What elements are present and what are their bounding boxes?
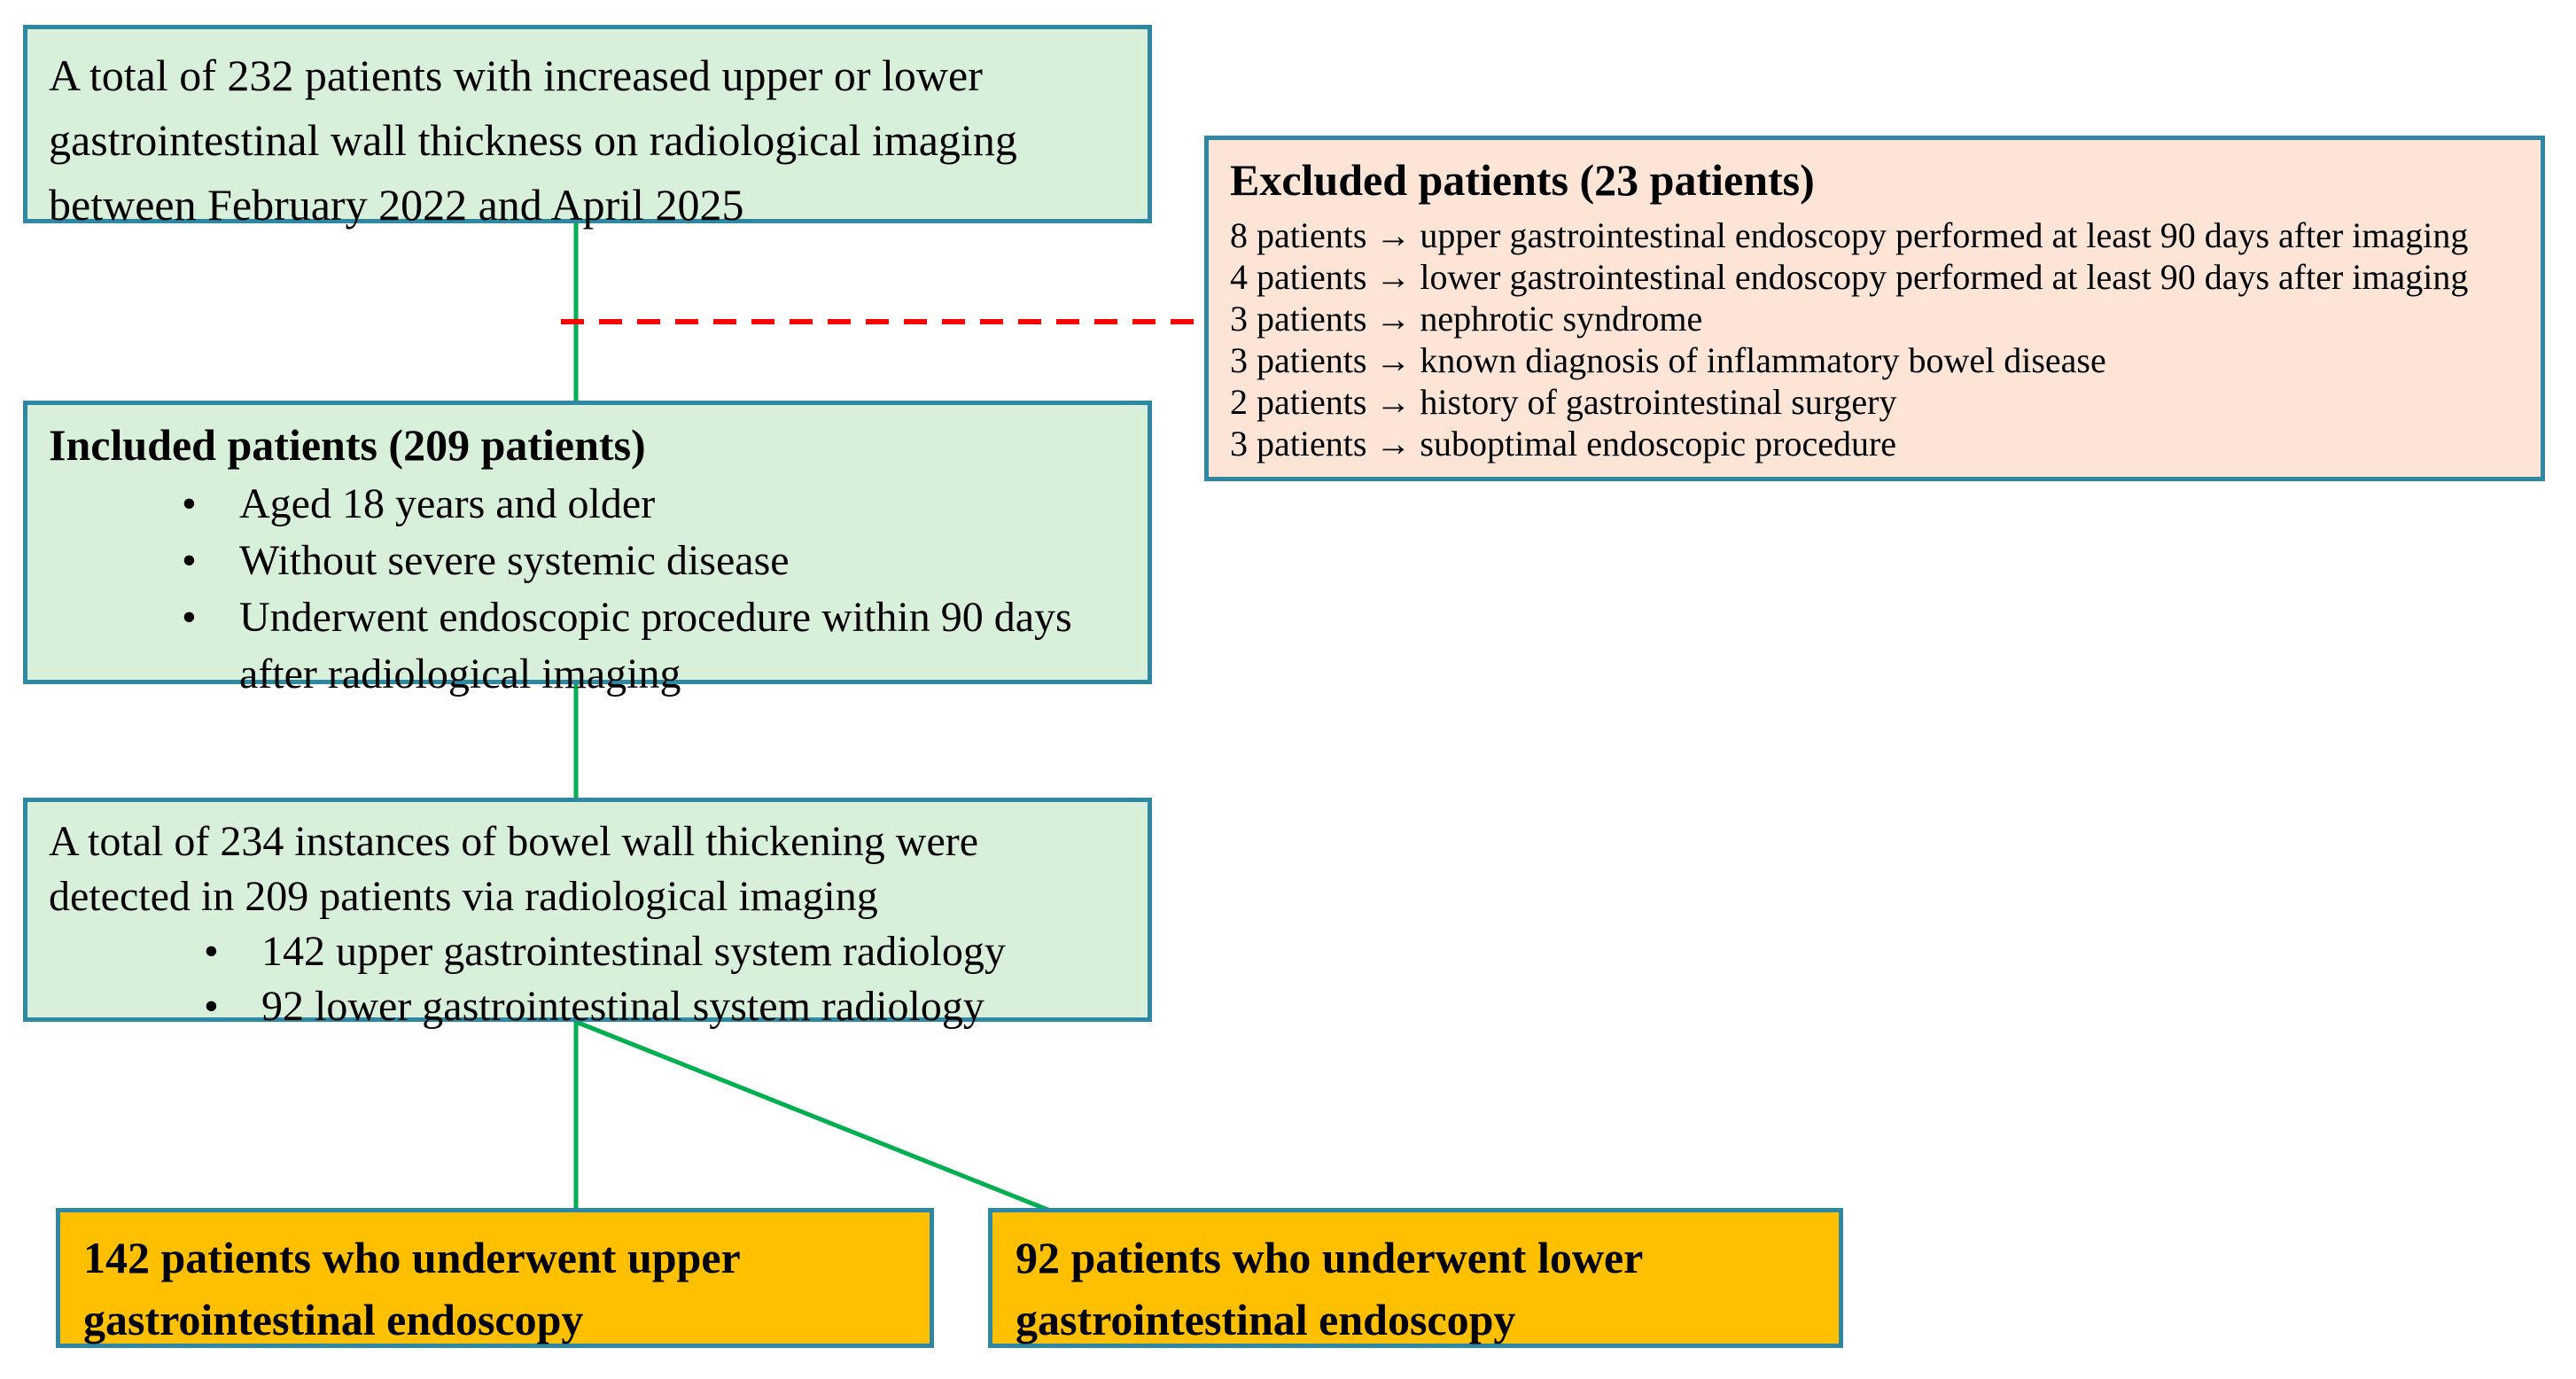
included-patients-title: Included patients (209 patients) [49,420,646,470]
included-criterion: Aged 18 years and older [164,476,1139,533]
lower-endoscopy-text: 92 patients who underwent lower gastroin… [1016,1233,1644,1344]
included-criteria-list: Aged 18 years and older Without severe s… [49,476,1139,703]
box-lower-endoscopy: 92 patients who underwent lower gastroin… [988,1208,1843,1348]
included-criterion: Without severe systemic disease [164,533,1139,589]
excluded-item: 2 patients → history of gastrointestinal… [1230,382,1897,422]
total-patients-text: A total of 232 patients with increased u… [49,51,1017,230]
included-criterion: Underwent endoscopic procedure within 90… [164,589,1139,703]
thickening-breakdown-item: 92 lower gastrointestinal system radiolo… [186,979,1139,1034]
box-upper-endoscopy: 142 patients who underwent upper gastroi… [56,1208,934,1348]
box-included-patients: Included patients (209 patients) Aged 18… [23,401,1152,697]
excluded-patients-title: Excluded patients (23 patients) [1230,155,1815,205]
box-thickening-instances: A total of 234 instances of bowel wall t… [23,798,1152,1034]
connector-thickening-to-lower [575,1019,1051,1213]
thickening-breakdown-list: 142 upper gastrointestinal system radiol… [49,924,1139,1034]
excluded-item: 3 patients → suboptimal endoscopic proce… [1230,424,1897,464]
excluded-item: 4 patients → lower gastrointestinal endo… [1230,257,2469,297]
excluded-item: 3 patients → nephrotic syndrome [1230,299,1703,339]
excluded-item: 3 patients → known diagnosis of inflamma… [1230,340,2106,380]
box-total-patients: A total of 232 patients with increased u… [23,25,1152,230]
thickening-instances-text: A total of 234 instances of bowel wall t… [49,818,979,920]
excluded-item: 8 patients → upper gastrointestinal endo… [1230,215,2469,255]
thickening-breakdown-item: 142 upper gastrointestinal system radiol… [186,924,1139,979]
box-excluded-patients: Excluded patients (23 patients) 8 patien… [1204,136,2545,481]
upper-endoscopy-text: 142 patients who underwent upper gastroi… [83,1233,741,1344]
